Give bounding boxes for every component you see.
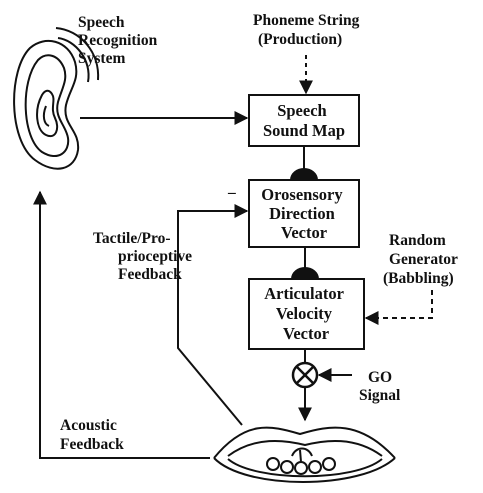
tactile-feedback-label: Tactile/Pro- prioceptive Feedback	[93, 230, 196, 283]
acoustic-feedback-path	[33, 190, 210, 459]
random-generator-label: Random Generator (Babbling)	[383, 232, 461, 287]
articulator-velocity-vector-box: Articulator Velocity Vector	[248, 278, 365, 350]
minus-sign: –	[227, 184, 236, 201]
phoneme-string-label: Phoneme String (Production)	[253, 12, 363, 48]
ear-icon	[13, 27, 100, 170]
speech-recognition-label: Speech Recognition System	[78, 14, 161, 67]
svg-text:Speech Sound Map: Speech Sound Map	[263, 101, 345, 140]
tactile-feedback-path	[177, 204, 249, 426]
multiply-circle-icon	[291, 361, 319, 389]
orosensory-direction-vector-box: Orosensory Direction Vector	[248, 179, 360, 248]
go-signal-label: GO Signal	[359, 369, 401, 404]
svg-text:Articulator Velocity: Articulator Velocity Vector	[264, 284, 348, 343]
speech-sound-map-box: Speech Sound Map	[248, 94, 360, 147]
weight-connector-2	[291, 267, 319, 279]
random-generator-arrow	[364, 290, 433, 325]
weight-connector-1	[290, 168, 318, 180]
mouth-icon	[213, 426, 396, 483]
svg-text:Orosensory Direction: Orosensory Direction Vector	[261, 185, 346, 242]
acoustic-feedback-label: Acoustic Feedback	[60, 417, 124, 453]
